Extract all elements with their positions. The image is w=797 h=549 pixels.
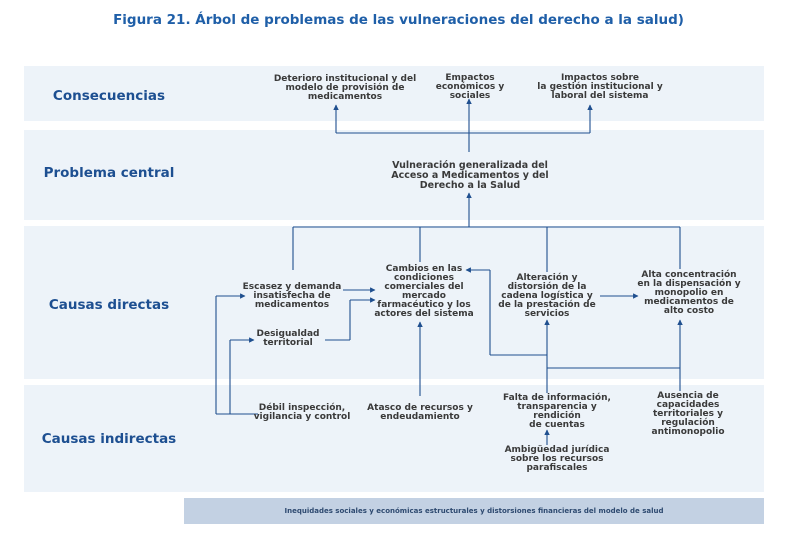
node-ausencia-capacidades: Ausencia de capacidades territoriales y … [651,391,725,437]
figure-title: Figura 21. Árbol de problemas de las vul… [113,12,684,28]
node-alta-concentracion: Alta concentración en la dispensación y … [637,270,741,316]
label-problema-central: Problema central [43,165,175,181]
band-causas-directas [24,226,764,379]
node-desigualdad: Desigualdad territorial [256,329,320,348]
node-alteracion-cadena: Alteración y distorsión de la cadena log… [498,273,596,319]
node-deterioro-institucional: Deterioro institucional y del modelo de … [273,74,417,102]
node-falta-informacion: Falta de información, transparencia y re… [503,393,611,430]
node-ambiguedad-juridica: Ambigüedad jurídica sobre los recursos p… [504,445,610,473]
label-causas-indirectas: Causas indirectas [41,431,177,447]
band-causas-indirectas [24,385,764,492]
node-atasco-recursos: Atasco de recursos y endeudamiento [367,403,473,422]
node-cambios-condiciones: Cambios en las condiciones comerciales d… [374,264,474,319]
node-escasez: Escasez y demanda insatisfecha de medica… [242,282,342,310]
label-consecuencias: Consecuencias [52,88,166,104]
structural-root-banner: Inequidades sociales y económicas estruc… [184,498,764,524]
node-impactos-economicos: Empactos económicos y sociales [435,73,505,101]
node-problema-central: Vulneración generalizada del Acceso a Me… [391,160,549,191]
label-causas-directas: Causas directas [48,297,170,313]
node-debil-inspeccion: Débil inspección, vigilancia y control [253,403,351,422]
band-consecuencias [24,66,764,121]
band-problema-central [24,130,764,220]
node-impactos-gestion: Impactos sobre la gestión institucional … [537,73,663,101]
